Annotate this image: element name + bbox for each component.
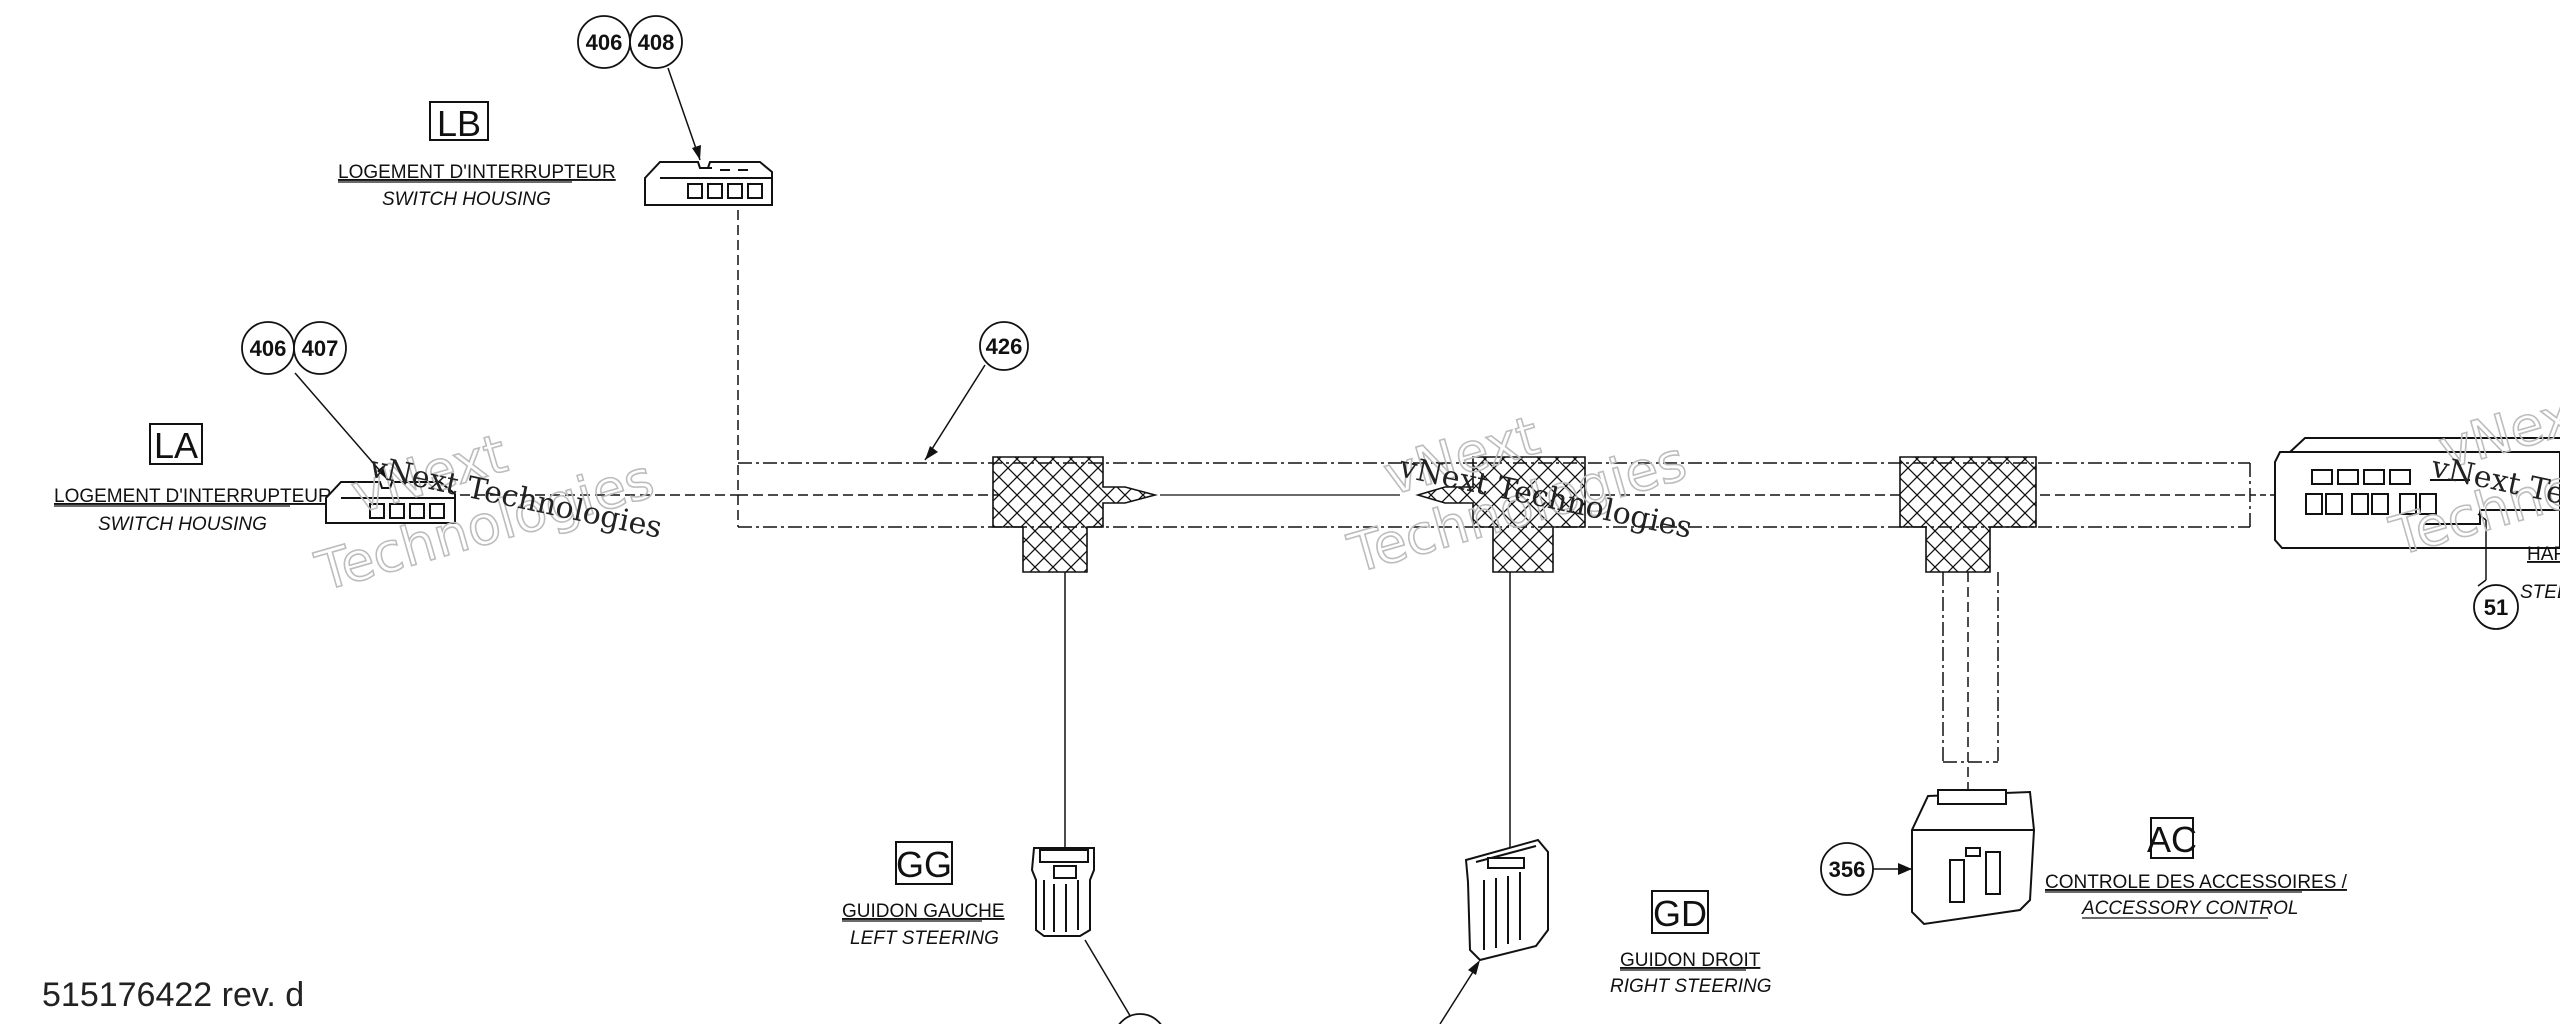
accessory-control-connector-icon <box>1911 789 2036 926</box>
steering-connector-left-icon <box>1030 847 1095 937</box>
lb-code: LB <box>437 103 481 144</box>
right-edge-label-en: STEE <box>2520 582 2560 603</box>
lb-callout-b: 408 <box>638 30 675 55</box>
right-edge-label-fr: HAR <box>2527 544 2560 565</box>
lb-label-fr: LOGEMENT D'INTERRUPTEUR <box>338 162 616 183</box>
junction-gd <box>1415 456 1586 573</box>
lb-callout-a: 406 <box>586 30 623 55</box>
ac-code: AC <box>2147 819 2197 860</box>
gg-box <box>895 841 953 885</box>
document-number: 515176422 rev. d <box>42 976 305 1014</box>
gg-label-en: LEFT STEERING <box>850 928 999 949</box>
callout-426: 426 <box>924 321 1029 461</box>
connector-gg: GG GUIDON GAUCHE LEFT STEERING <box>842 841 1162 1024</box>
connector-la: LA LOGEMENT D'INTERRUPTEUR SWITCH HOUSIN… <box>54 321 456 535</box>
gg-code: GG <box>896 844 952 885</box>
lb-box <box>429 101 489 141</box>
lb-label-en: SWITCH HOUSING <box>382 189 551 210</box>
la-label-en: SWITCH HOUSING <box>98 514 267 535</box>
la-callout-a: 406 <box>250 336 287 361</box>
branch-ac <box>1942 572 1999 790</box>
steering-connector-right-icon <box>1464 838 1549 962</box>
la-callout-b: 407 <box>302 336 339 361</box>
connector-ac: AC CONTROLE DES ACCESSOIRES / ACCESSORY … <box>1820 789 2348 926</box>
multi-pin-connector-icon <box>2274 437 2560 549</box>
gd-label-en: RIGHT STEERING <box>1610 976 1772 997</box>
junction-gg <box>992 456 1159 573</box>
ac-box <box>2150 817 2194 859</box>
connector-gd: GD GUIDON DROIT RIGHT STEERING <box>1439 838 1772 1024</box>
right-edge-callout: 51 <box>2484 595 2508 620</box>
la-code: LA <box>154 425 198 466</box>
la-box <box>149 423 203 465</box>
ac-label-en: ACCESSORY CONTROL <box>2081 898 2298 919</box>
gg-callout-circle <box>1118 1013 1162 1024</box>
gg-label-fr: GUIDON GAUCHE <box>842 901 1005 922</box>
switch-housing-la-icon <box>325 481 456 524</box>
ac-callout: 356 <box>1829 857 1866 882</box>
junction-ac <box>1899 456 2037 573</box>
connector-lb: LB LOGEMENT D'INTERRUPTEUR SWITCH HOUSIN… <box>338 15 773 210</box>
ac-label-fr: CONTROLE DES ACCESSOIRES / <box>2045 872 2348 893</box>
gd-label-fr: GUIDON DROIT <box>1620 950 1761 971</box>
gd-code: GD <box>1653 893 1707 934</box>
la-label-fr: LOGEMENT D'INTERRUPTEUR <box>54 486 332 507</box>
gd-box <box>1651 890 1709 934</box>
connector-right-edge: HAR STEE 51 <box>2274 437 2560 630</box>
switch-housing-lb-icon <box>644 161 773 206</box>
callout-426-number: 426 <box>986 334 1023 359</box>
